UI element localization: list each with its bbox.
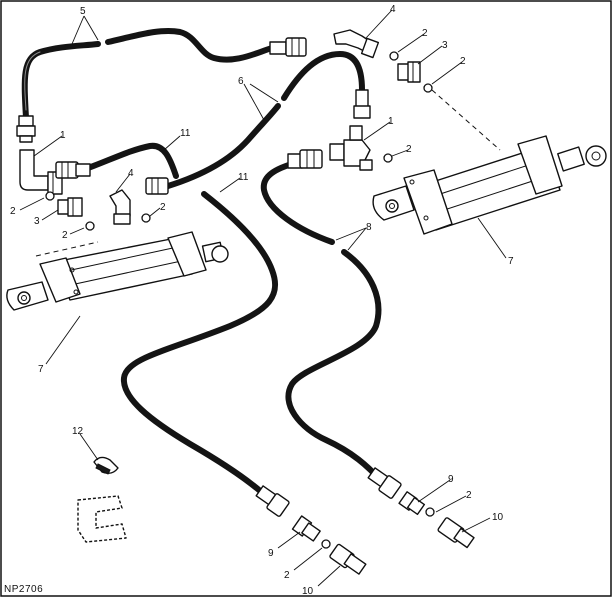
hose-6 — [165, 51, 365, 189]
callout-6: 6 — [238, 76, 244, 87]
o-ring — [85, 221, 95, 231]
o-ring — [383, 153, 393, 163]
hose-8-end-fitting-top — [287, 149, 323, 169]
callout-5: 5 — [80, 6, 86, 17]
tee-fitting-1-right — [329, 125, 373, 171]
o-ring — [321, 539, 331, 549]
hose-11-end-fitting — [55, 161, 91, 179]
callout-10-right: 10 — [492, 512, 504, 523]
alignment-dash-right — [431, 89, 501, 151]
hose-end-fitting-top — [269, 37, 307, 57]
callout-1-right: 1 — [388, 116, 394, 127]
adapter-3-right — [397, 61, 421, 83]
elbow-fitting-1-left — [19, 149, 63, 195]
o-ring — [389, 51, 399, 61]
callout-8: 8 — [366, 222, 372, 233]
callout-4-left: 4 — [128, 168, 134, 179]
hose-8 — [260, 161, 385, 485]
callouts: 5 1 11 6 4 2 3 2 1 2 11 4 2 3 2 2 8 7 7 … — [10, 4, 514, 597]
elbow-fitting-4-left — [109, 189, 131, 225]
leader-lines — [19, 9, 507, 587]
callout-2-left-c: 2 — [160, 202, 166, 213]
fitting-9-right — [398, 491, 426, 516]
channel-bracket — [77, 495, 127, 543]
o-rings — [45, 51, 435, 549]
callout-12: 12 — [72, 426, 84, 437]
callout-9-left: 9 — [268, 548, 274, 559]
callout-10-left: 10 — [302, 586, 314, 597]
callout-11-lower: 11 — [238, 172, 249, 183]
o-ring — [425, 507, 435, 517]
hose-6-right-end-fitting — [353, 89, 371, 119]
callout-3-right: 3 — [442, 40, 448, 51]
hose-5 — [21, 27, 275, 121]
connector-10-left — [329, 543, 367, 575]
o-ring — [423, 83, 433, 93]
callout-7-left: 7 — [38, 364, 44, 375]
callout-2-right-upper: 2 — [460, 56, 466, 67]
hydraulic-cylinder-left — [6, 231, 229, 311]
callout-2-bottom-left: 2 — [284, 570, 290, 581]
figure-id: NP2706 — [4, 584, 43, 595]
hose-11-bottom-end-fitting — [255, 485, 290, 517]
elbow-fitting-4-top — [333, 29, 380, 59]
callout-4-top: 4 — [390, 4, 396, 15]
adapter-3-left — [57, 197, 83, 217]
callout-11-upper: 11 — [180, 128, 191, 139]
alignment-dash-left — [35, 241, 99, 257]
fitting-9-left — [291, 515, 321, 542]
callout-2-bottom-right: 2 — [466, 490, 472, 501]
hose-end-fitting-top-left — [16, 115, 36, 143]
hose-11-upper — [85, 142, 179, 179]
hydraulic-cylinder-right — [372, 135, 607, 235]
callout-1-left: 1 — [60, 130, 66, 141]
callout-2-left-a: 2 — [10, 206, 16, 217]
o-ring — [45, 191, 55, 201]
hose-11-lower — [120, 191, 279, 503]
callout-2-right-mid: 2 — [406, 144, 412, 155]
callout-3-left: 3 — [34, 216, 40, 227]
o-ring — [141, 213, 151, 223]
connector-10-right — [437, 517, 475, 549]
hose-6-end-fitting — [145, 177, 169, 195]
callout-9-right: 9 — [448, 474, 454, 485]
hose-8-bottom-end-fitting — [367, 467, 402, 499]
callout-2-top: 2 — [422, 28, 428, 39]
callout-2-left-b: 2 — [62, 230, 68, 241]
hose-clip-12 — [93, 456, 119, 475]
callout-7-right: 7 — [508, 256, 514, 267]
